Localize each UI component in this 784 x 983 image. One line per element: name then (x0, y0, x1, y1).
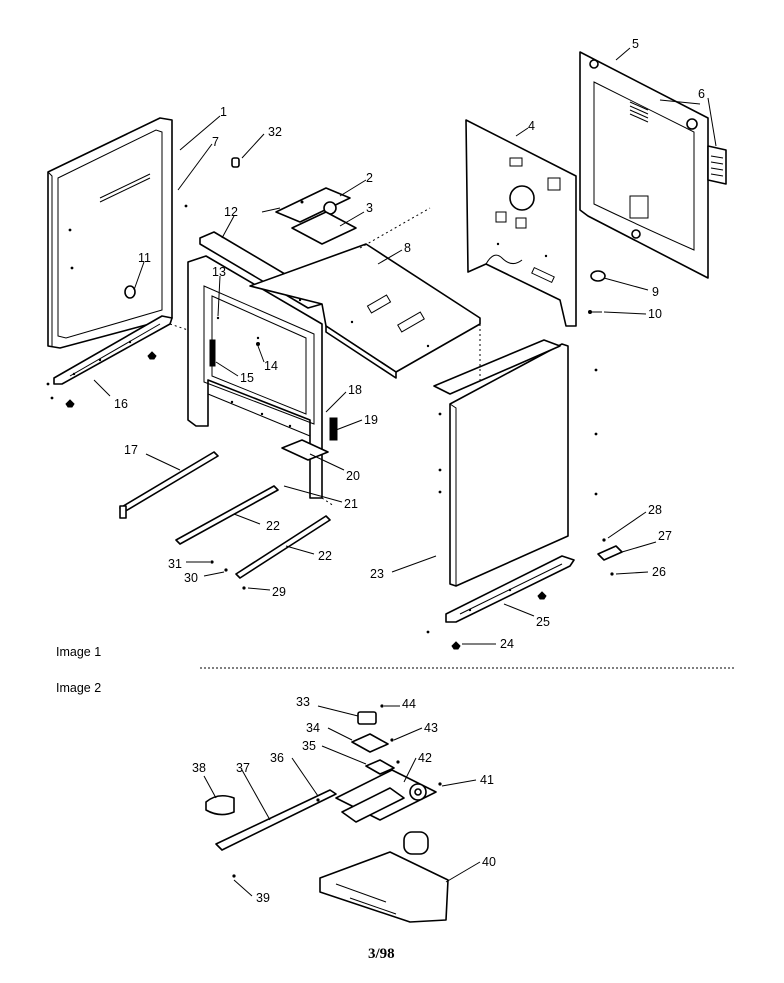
callout-17: 17 (124, 443, 138, 457)
lower-rail-22b (235, 515, 331, 579)
clip-11 (124, 285, 136, 299)
callout-41: 41 (480, 773, 494, 787)
callout-19: 19 (364, 413, 378, 427)
callout-8: 8 (404, 241, 411, 255)
section-label-image-1: Image 1 (56, 645, 101, 659)
leader-lines-image-2 (203, 705, 481, 897)
callout-43: 43 (424, 721, 438, 735)
callout-1: 1 (220, 105, 227, 119)
callout-22a: 22 (266, 519, 280, 533)
callout-15: 15 (240, 371, 254, 385)
callout-numbers: 1 2 3 4 5 6 7 8 9 10 11 12 13 14 15 16 1… (114, 37, 705, 905)
top-panel (249, 243, 481, 379)
callout-28: 28 (648, 503, 662, 517)
callout-33: 33 (296, 695, 310, 709)
callout-44: 44 (402, 697, 416, 711)
callout-22b: 22 (318, 549, 332, 563)
grommet-32 (231, 157, 240, 168)
leader-lines-image-1 (93, 47, 717, 645)
callout-26: 26 (652, 565, 666, 579)
callout-16: 16 (114, 397, 128, 411)
callout-30: 30 (184, 571, 198, 585)
control-assembly (261, 187, 351, 223)
callout-3: 3 (366, 201, 373, 215)
callout-39: 39 (256, 891, 270, 905)
base-bracket-40 (319, 851, 449, 923)
callout-9: 9 (652, 285, 659, 299)
callout-2: 2 (366, 171, 373, 185)
callout-23: 23 (370, 567, 384, 581)
callout-31: 31 (168, 557, 182, 571)
knob-38 (205, 794, 235, 816)
leveling-leg-left-2 (147, 351, 157, 360)
callout-37: 37 (236, 761, 250, 775)
page-number: 3/98 (368, 946, 395, 962)
bracket-19 (329, 417, 338, 441)
side-panel-right (433, 339, 598, 587)
callout-18: 18 (348, 383, 362, 397)
base-rail-right (445, 555, 575, 623)
leveling-leg-left-1 (65, 399, 75, 408)
section-label-image-2: Image 2 (56, 681, 101, 695)
callout-21: 21 (344, 497, 358, 511)
callout-38: 38 (192, 761, 206, 775)
rear-panel (465, 119, 577, 327)
bracket-35 (365, 759, 395, 775)
callout-36: 36 (270, 751, 284, 765)
callout-11: 11 (138, 251, 151, 265)
callout-5: 5 (632, 37, 639, 51)
callout-27: 27 (658, 529, 672, 543)
callout-40: 40 (482, 855, 496, 869)
side-panel-left (47, 117, 188, 349)
rear-cover (579, 51, 709, 279)
switch-33 (357, 711, 377, 725)
label-plate (707, 145, 727, 185)
callout-14: 14 (264, 359, 278, 373)
mounting-plate-assembly (335, 769, 437, 855)
callout-12: 12 (224, 205, 238, 219)
leveling-leg-right-2 (537, 591, 547, 600)
callout-32: 32 (268, 125, 282, 139)
callout-29: 29 (272, 585, 286, 599)
callout-4: 4 (528, 119, 535, 133)
callout-10: 10 (648, 307, 662, 321)
vent-slots (629, 101, 649, 123)
callout-7: 7 (212, 135, 219, 149)
assembly-lines (169, 207, 481, 507)
plate-20 (281, 439, 329, 461)
callout-6: 6 (698, 87, 705, 101)
rod-37 (215, 789, 337, 851)
callout-13: 13 (212, 265, 226, 279)
callout-25: 25 (536, 615, 550, 629)
callout-24: 24 (500, 637, 514, 651)
bracket-3 (291, 211, 357, 245)
rail-17 (119, 451, 219, 519)
screw-10 (588, 310, 602, 314)
callout-20: 20 (346, 469, 360, 483)
leveling-leg-right-1 (451, 641, 461, 650)
bracket-27 (597, 545, 623, 561)
lower-rail-22a (175, 485, 279, 545)
bracket-15 (209, 339, 216, 367)
callout-42: 42 (418, 751, 432, 765)
plate-34 (351, 733, 389, 753)
clip-9 (590, 270, 606, 282)
callout-35: 35 (302, 739, 316, 753)
callout-34: 34 (306, 721, 320, 735)
